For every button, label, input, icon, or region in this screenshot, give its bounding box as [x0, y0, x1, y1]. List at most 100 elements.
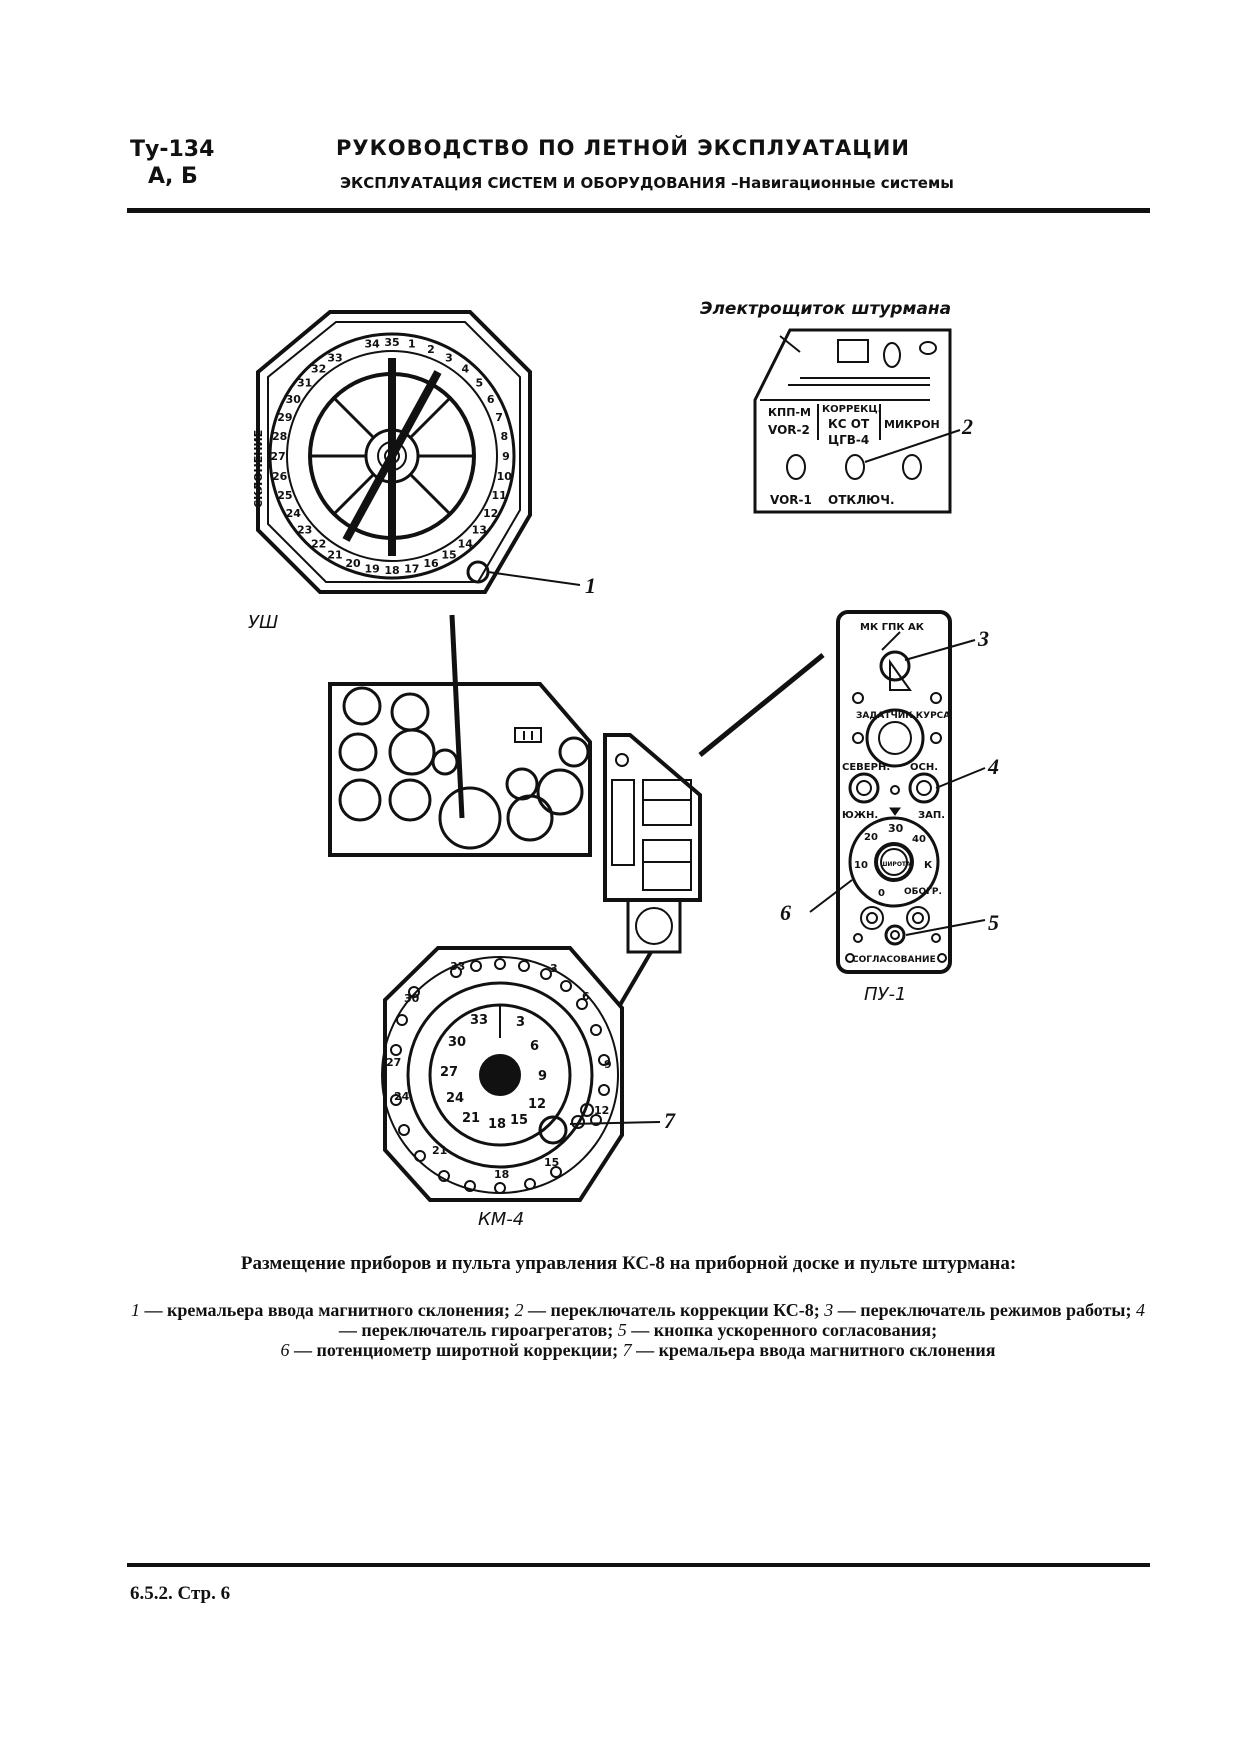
legend-text-4: — переключатель гироагрегатов; — [338, 1320, 618, 1340]
legend-num-6: 6 — [280, 1340, 290, 1360]
ush-scale-mark: 25 — [277, 489, 292, 502]
ush-scale-mark: 17 — [404, 562, 419, 575]
pu1-west: ЗАП. — [918, 810, 945, 821]
ush-scale-mark: 22 — [311, 537, 326, 550]
km4-inner-3: 3 — [516, 1015, 525, 1030]
pu1-tick-0: 0 — [878, 888, 885, 899]
pu1-course-setter: ЗАДАТЧИК КУРСА — [856, 711, 950, 721]
legend-text-6: — потенциометр широтной коррекции; — [289, 1340, 623, 1360]
legend-text-5: — кнопка ускоренного согласования; — [626, 1320, 938, 1340]
km4-inner-33: 33 — [470, 1013, 488, 1028]
pu1-control-panel — [836, 610, 952, 974]
instrument-panel — [328, 682, 592, 857]
legend-text-1: — кремальера ввода магнитного склонения; — [140, 1300, 515, 1320]
callout-6: 6 — [780, 900, 791, 925]
panel-col2-mid: КС ОТ — [828, 417, 870, 431]
ush-scale-mark: 7 — [495, 411, 503, 424]
km4-inner-6: 6 — [530, 1039, 539, 1054]
declination-label: СКЛОНЕНИЕ — [252, 430, 265, 508]
ush-scale-mark: 14 — [458, 537, 474, 550]
km4-inner-24: 24 — [446, 1091, 464, 1106]
ush-scale-mark: 23 — [297, 523, 312, 536]
callout-4: 4 — [987, 754, 999, 779]
km4-inner-15: 15 — [510, 1113, 528, 1128]
pu1-tick-40: 40 — [912, 834, 926, 845]
header-rule — [127, 208, 1150, 213]
panel-bottom-mid: ОТКЛЮЧ. — [828, 493, 895, 507]
km4-inner-9: 9 — [538, 1069, 547, 1084]
ush-scale-mark: 4 — [461, 363, 469, 376]
ush-scale-mark: 35 — [384, 336, 399, 349]
ush-label: УШ — [248, 612, 278, 633]
ush-scale-mark: 10 — [497, 470, 513, 483]
pu1-latitude: ШИРОТА — [880, 861, 911, 868]
callout-2: 2 — [961, 414, 973, 439]
km4-outer-9: 9 — [604, 1058, 612, 1071]
pu1-tick-10: 10 — [854, 860, 868, 871]
panel-col2-top: КОРРЕКЦ. — [822, 404, 881, 415]
ush-scale-mark: 26 — [272, 470, 288, 483]
km4-outer-30: 30 — [404, 992, 420, 1005]
ush-scale-mark: 20 — [345, 557, 361, 570]
ush-scale-mark: 8 — [500, 430, 508, 443]
ush-scale-mark: 30 — [286, 393, 302, 406]
side-console — [603, 733, 702, 954]
km4-inner-18: 18 — [488, 1117, 506, 1132]
km4-outer-3: 3 — [550, 962, 558, 975]
ush-scale-mark: 5 — [475, 377, 483, 390]
ush-scale-mark: 2 — [427, 343, 435, 356]
legend-text-7: — кремальера ввода магнитного склонения — [631, 1340, 996, 1360]
ush-scale-mark: 15 — [441, 549, 456, 562]
legend-num-1: 1 — [131, 1300, 141, 1320]
ush-scale-mark: 6 — [487, 393, 495, 406]
callout-3: 3 — [977, 626, 989, 651]
ush-scale-mark: 13 — [472, 523, 487, 536]
km4-outer-12: 12 — [594, 1104, 609, 1117]
panel-col2-bot: ЦГВ-4 — [828, 433, 869, 447]
ush-scale-mark: 3 — [445, 351, 453, 364]
figure-legend: 1 — кремальера ввода магнитного склонени… — [128, 1300, 1148, 1360]
figure-caption-title: Размещение приборов и пульта управления … — [240, 1253, 1017, 1274]
pu1-tick-30: 30 — [888, 822, 904, 835]
ush-scale-mark: 12 — [483, 507, 498, 520]
model-line-2: А, Б — [148, 164, 198, 189]
panel-col3: МИКРОН — [884, 418, 940, 431]
legend-num-4: 4 — [1135, 1300, 1145, 1320]
km4-outer-21: 21 — [432, 1144, 447, 1157]
ush-scale-mark: 24 — [286, 507, 302, 520]
legend-num-2: 2 — [514, 1300, 524, 1320]
km4-outer-27: 27 — [386, 1056, 401, 1069]
legend-num-7: 7 — [622, 1340, 632, 1360]
ush-scale-mark: 32 — [311, 363, 326, 376]
document-title: РУКОВОДСТВО ПО ЛЕТНОЙ ЭКСПЛУАТАЦИИ — [336, 136, 910, 160]
pu1-label: ПУ-1 — [864, 984, 906, 1005]
km4-inner-30: 30 — [448, 1035, 466, 1050]
km4-ring-dots — [390, 958, 610, 1194]
km4-outer-33: 33 — [450, 960, 465, 973]
ush-scale-mark: 19 — [365, 562, 380, 575]
ush-scale-mark: 34 — [365, 338, 381, 351]
km4-inner-27: 27 — [440, 1065, 458, 1080]
panel-col1-mid: VOR-2 — [768, 423, 810, 437]
ush-indicator — [256, 310, 532, 594]
callout-5: 5 — [988, 910, 999, 935]
ush-scale-mark: 16 — [423, 557, 439, 570]
km4-outer-6: 6 — [582, 990, 590, 1003]
km4-outer-24: 24 — [394, 1090, 410, 1103]
footer-rule — [127, 1563, 1150, 1567]
document-subtitle: ЭКСПЛУАТАЦИЯ СИСТЕМ И ОБОРУДОВАНИЯ –Нави… — [340, 174, 954, 192]
km4-outer-15: 15 — [544, 1156, 559, 1169]
pu1-north: СЕВЕРН. — [842, 762, 890, 773]
legend-num-3: 3 — [824, 1300, 834, 1320]
ush-scale-mark: 28 — [272, 430, 287, 443]
ush-scale-mark: 18 — [384, 564, 399, 577]
legend-num-5: 5 — [617, 1320, 627, 1340]
ush-scale-mark: 11 — [491, 489, 506, 502]
km4-inner-21: 21 — [462, 1111, 480, 1126]
pu1-k: К — [924, 860, 933, 871]
electric-panel-label: Электрощиток штурмана — [700, 299, 951, 319]
ush-scale-mark: 29 — [277, 411, 292, 424]
pu1-south: ЮЖН. — [842, 810, 878, 821]
